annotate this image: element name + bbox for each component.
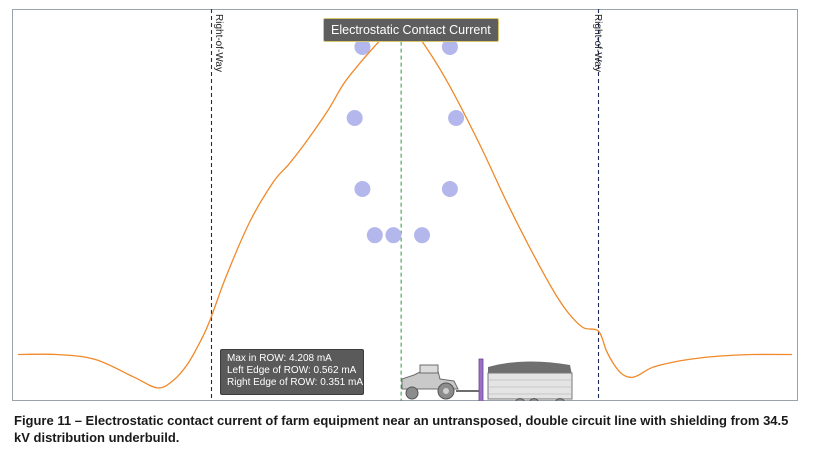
farm-equipment-illustration — [401, 358, 573, 401]
conductor-marker — [448, 109, 465, 126]
stats-box: Max in ROW: 4.208 mA Left Edge of ROW: 0… — [220, 349, 364, 395]
stat-left-edge: Left Edge of ROW: 0.562 mA — [227, 365, 357, 376]
chart-canvas — [17, 9, 793, 401]
plot-area — [12, 9, 798, 401]
contact-current-curve — [17, 21, 793, 389]
figure-caption: Figure 11 – Electrostatic contact curren… — [14, 413, 789, 445]
conductor-marker — [354, 38, 371, 55]
chart-title: Electrostatic Contact Current — [323, 18, 499, 42]
row-boundaries — [210, 9, 600, 401]
row-label-right: Right-of-Way — [592, 14, 603, 72]
conductor-marker — [441, 38, 458, 55]
conductor-marker — [354, 181, 371, 198]
conductor-marker — [366, 227, 383, 244]
conductor-marker — [385, 227, 402, 244]
stat-right-edge: Right Edge of ROW: 0.351 mA — [227, 377, 363, 388]
stat-max-in-row: Max in ROW: 4.208 mA — [227, 353, 332, 364]
row-label-left: Right-of-Way — [213, 14, 224, 72]
conductor-marker — [441, 181, 458, 198]
conductor-marker — [414, 227, 431, 244]
conductors — [346, 38, 465, 244]
conductor-marker — [346, 109, 363, 126]
